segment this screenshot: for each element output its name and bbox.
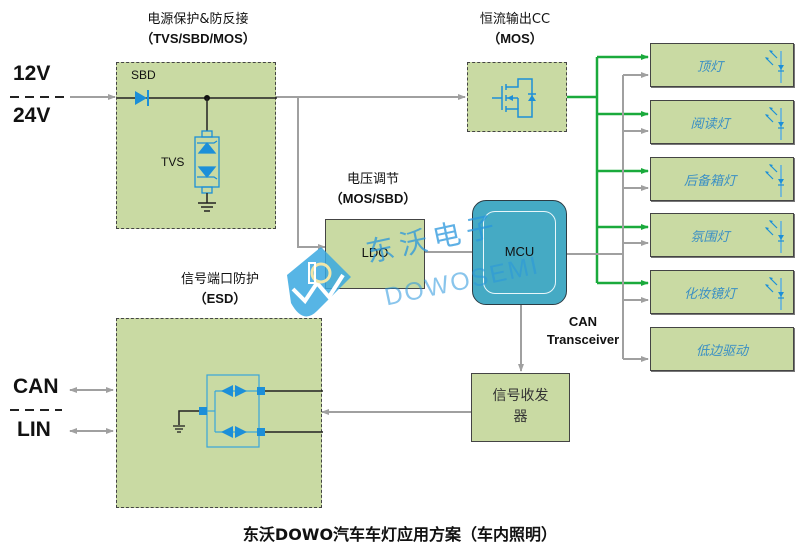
tvs-label: TVS <box>161 155 185 169</box>
can-bus-label: CAN <box>13 375 59 398</box>
signal-transceiver-line2: 器 <box>513 409 528 425</box>
lamp-block: 后备箱灯 <box>650 157 794 201</box>
esd-block <box>116 318 323 508</box>
esd-subtitle: （ESD） <box>193 291 247 306</box>
voltage-regulation-subtitle: （MOS/SBD） <box>329 191 417 206</box>
cc-output-title-text: 恒流输出CC <box>479 12 551 27</box>
diagram-caption: 东沃DOWO汽车车灯应用方案（车内照明） <box>242 525 558 544</box>
led-icon <box>765 220 784 253</box>
mcu-label: MCU <box>504 244 535 259</box>
power-protection-block: SBD TVS <box>116 62 277 229</box>
voltage-regulation-title-text: 电压调节 <box>346 172 399 187</box>
esd-circuit <box>173 374 323 448</box>
cc-output-title: 恒流输出CC （MOS） <box>460 10 570 48</box>
esd-title-text: 信号端口防护 <box>180 272 259 287</box>
sbd-diode-icon <box>135 90 149 106</box>
led-icon <box>765 164 784 197</box>
can-transceiver-label: CAN Transceiver <box>543 313 623 349</box>
mcu-inner-frame <box>483 211 556 294</box>
lamp-label: 低边驱动 <box>695 343 748 359</box>
mosfet-icon <box>492 78 536 118</box>
cc-output-block <box>467 62 567 132</box>
power-protection-title: 电源保护&防反接 （TVS/SBD/MOS） <box>118 10 278 48</box>
power-protection-subtitle: （TVS/SBD/MOS） <box>140 31 256 46</box>
esd-title: 信号端口防护 （ESD） <box>150 270 290 308</box>
lin-bus-label: LIN <box>17 418 51 441</box>
ldo-label: LDO <box>361 245 389 260</box>
tvs-diode-icon <box>194 130 220 194</box>
lamp-label: 化妆镜灯 <box>683 286 736 302</box>
lamp-label: 顶灯 <box>696 59 723 75</box>
voltage-12v-label: 12V <box>13 62 51 85</box>
power-protection-title-text: 电源保护&防反接 <box>147 12 249 27</box>
power-protection-circuit <box>117 90 277 212</box>
signal-transceiver-line1: 信号收发 <box>492 388 549 404</box>
lamp-label: 氛围灯 <box>690 229 730 245</box>
esd-diode-array-icon <box>199 374 265 448</box>
led-icon <box>765 50 784 83</box>
dowosemi-logo-icon <box>287 247 351 317</box>
voltage-24v-label: 24V <box>13 104 51 127</box>
mcu-block: MCU <box>472 200 567 305</box>
lamp-block: 低边驱动 <box>650 327 794 371</box>
led-icon <box>765 277 784 310</box>
lamp-block: 化妆镜灯 <box>650 270 794 314</box>
ground-icon <box>198 202 216 212</box>
lamp-block: 顶灯 <box>650 43 794 87</box>
lamp-label: 后备箱灯 <box>683 173 736 189</box>
signal-transceiver-label: 信号收发 器 <box>472 386 569 428</box>
lamp-label: 阅读灯 <box>690 116 730 132</box>
sbd-label: SBD <box>131 68 156 82</box>
can-transceiver-line1: CAN <box>568 314 598 329</box>
led-icon <box>765 107 784 140</box>
signal-transceiver-block: 信号收发 器 <box>471 373 570 442</box>
ground-icon <box>173 425 185 433</box>
voltage-regulation-title: 电压调节 （MOS/SBD） <box>318 170 428 208</box>
can-transceiver-line2: Transceiver <box>546 332 620 347</box>
cc-output-subtitle: （MOS） <box>487 31 543 46</box>
lamp-block: 阅读灯 <box>650 100 794 144</box>
lamp-block: 氛围灯 <box>650 213 794 257</box>
power-to-ldo-wire <box>297 97 326 250</box>
